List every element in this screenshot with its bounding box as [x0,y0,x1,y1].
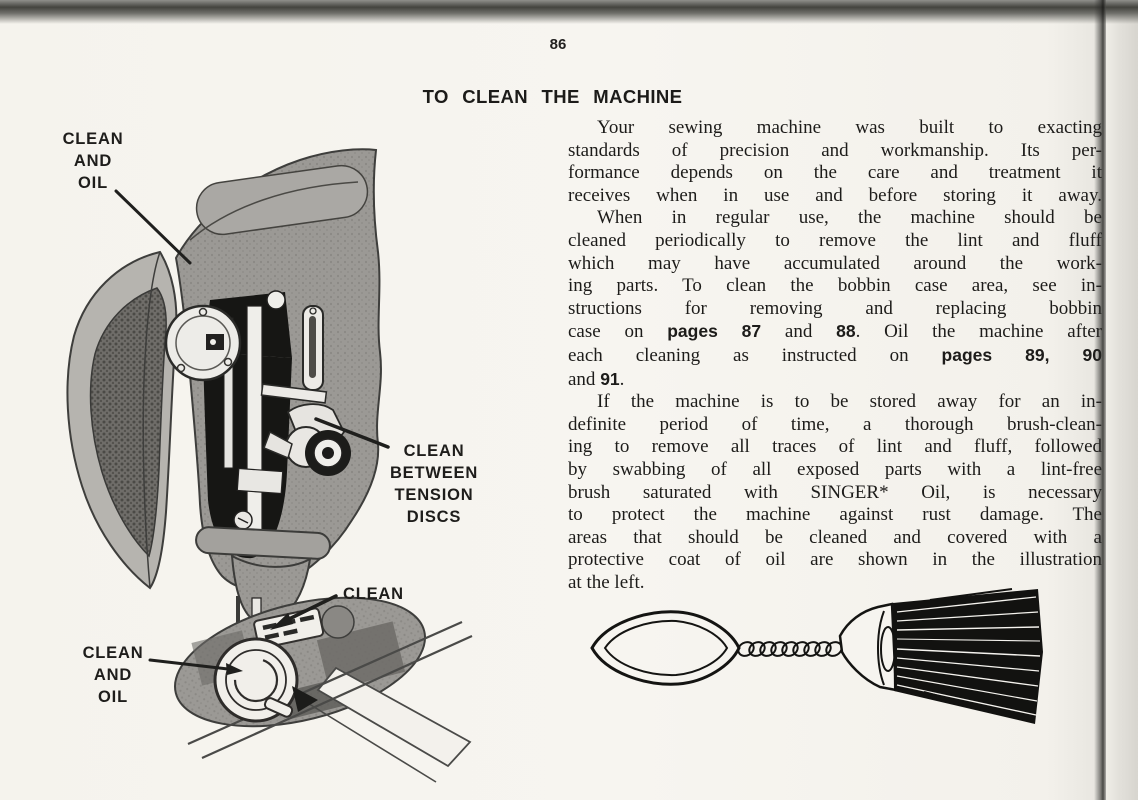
arrowhead-feed [270,613,293,630]
body-text-segment: and [761,321,837,343]
page-reference: 88 [836,321,856,342]
brush-bristles [893,588,1043,724]
brush-ferrule [838,602,898,692]
body-line: each cleaning as instructed on pages 89,… [568,344,1102,368]
page-reference: pages 87 [667,321,762,342]
thread-guide [266,290,286,310]
label-line: AND [93,666,133,684]
figure-label-clean-and-oil-top: CLEAN AND OIL [38,128,148,194]
leader-line-feed [281,594,338,624]
body-line: cleaned periodically to remove the lint … [568,229,1102,251]
brush-twisted-wire [737,641,843,657]
label-line: CLEAN [62,130,124,148]
page-number: 86 [549,36,567,53]
body-line: ing parts. To clean the bobbin case area… [568,275,1102,297]
bobbin-case-ring [213,637,318,723]
mechanism-cavity [203,290,292,559]
label-line: DISCS [406,508,462,526]
body-line: standards of precision and workmanship. … [568,139,1102,161]
body-line: protective coat of oil are shown in the … [568,549,1102,571]
plate-boss [321,605,355,639]
body-line: structions for removing and replacing bo… [568,297,1102,319]
brush-loop-handle [590,610,741,686]
body-line: formance depends on the care and treatme… [568,162,1102,184]
body-line: which may have accumulated around the wo… [568,252,1102,274]
label-line: BETWEEN [389,464,479,482]
body-line: If the machine is to be stored away for … [597,391,1102,413]
body-line: When in regular use, the machine should … [597,207,1102,229]
lint-brush-drawing [590,588,1043,724]
figure-label-clean-feed: CLEAN [343,585,404,603]
body-line: brush saturated with SINGER* Oil, is nec… [568,481,1102,503]
figure-label-tension-discs: CLEAN BETWEEN TENSION DISCS [380,440,488,528]
faceplate-cover [66,250,178,590]
body-line: to protect the machine against rust dama… [568,504,1102,526]
body-line: ing to remove all traces of lint and flu… [568,436,1102,458]
figure-label-clean-and-oil-bottom: CLEAN AND OIL [60,642,166,708]
label-line: AND [73,152,113,170]
body-line: Your sewing machine was built to exactin… [597,117,1102,138]
label-line: OIL [78,174,108,192]
body-line: and 91. [568,368,1102,392]
body-line: by swabbing of all exposed parts with a … [568,458,1102,480]
body-text-segment: and [568,368,601,390]
presser-bar [246,305,263,547]
body-line: areas that should be cleaned and covered… [568,526,1102,548]
scan-top-edge [0,0,1138,24]
arrowhead-bobbin [226,663,243,675]
body-text-segment: . [619,368,625,390]
body-line: definite period of time, a thorough brus… [568,413,1102,435]
label-line: CLEAN [403,442,465,460]
feed-dog [253,607,325,650]
faceplate-disc [164,304,242,382]
body-text-segment: each cleaning as instructed on [568,344,942,366]
leader-line-clean-and-oil-top [114,189,192,265]
label-line: TENSION [394,486,474,504]
body-text-segment: . Oil the machine after [855,321,1102,343]
needle-plate-drawing [174,596,473,783]
machine-head-drawing [66,148,382,640]
label-line: CLEAN [82,644,144,662]
leader-line-tension [314,417,390,449]
page-edge-shadow [1094,0,1106,800]
adjacent-page-edge [1106,0,1138,800]
body-line: at the left. [568,571,645,593]
body-text: Your sewing machine was built to exactin… [568,117,1102,594]
body-line: case on pages 87 and 88. Oil the machine… [568,320,1102,344]
tension-assembly [260,305,351,476]
body-text-segment: case on [568,321,668,343]
page-title: TO CLEAN THE MACHINE [422,86,683,107]
page-reference: 91 [600,368,620,389]
leader-line-bobbin [148,658,230,671]
body-line: receives when in use and before storing … [568,184,1102,206]
page-reference: pages 89, 90 [941,344,1102,365]
label-line: OIL [98,688,128,706]
